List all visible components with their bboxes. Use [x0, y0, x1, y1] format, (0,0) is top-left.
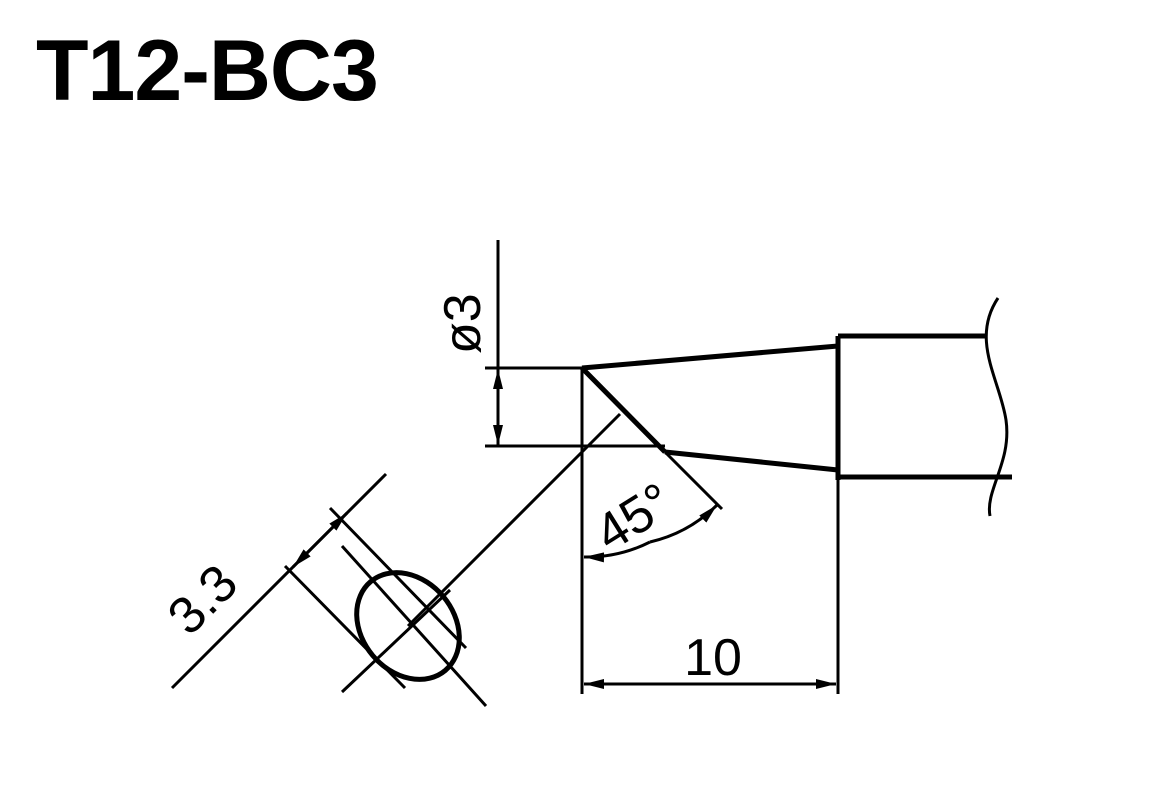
angle-arc-arrow	[649, 503, 719, 544]
page-title: T12-BC3	[36, 23, 379, 119]
bevel-dim-arrow-bottom	[291, 538, 322, 569]
tip-outline	[580, 333, 1012, 480]
diameter-dimension	[485, 240, 665, 448]
section-leader-line	[406, 450, 584, 628]
angle-arc-arrow-lower	[583, 540, 651, 563]
bevel-dim-line	[170, 472, 388, 690]
bevel-width-label: 3.3	[157, 554, 249, 646]
bevel-dim-extension-bottom	[283, 564, 407, 690]
bevel-dim-extension-top	[328, 506, 468, 650]
length-label: 10	[684, 629, 742, 687]
angle-label: 45°	[585, 472, 682, 563]
length-dimension	[580, 368, 840, 694]
section-centerline-cross	[340, 588, 452, 694]
tip-bevel-face	[580, 366, 667, 454]
bevel-dim-arrow-top	[318, 511, 349, 542]
section-bevel-tie	[580, 412, 622, 454]
diameter-label: ø3	[434, 293, 492, 354]
tip-taper-bottom-edge	[664, 449, 839, 473]
angle-dimension	[583, 450, 724, 563]
shaft-break-line	[984, 297, 1009, 517]
angle-extension-line	[663, 450, 724, 511]
tip-taper-top-edge	[581, 343, 839, 371]
bevel-width-dimension	[170, 472, 468, 690]
